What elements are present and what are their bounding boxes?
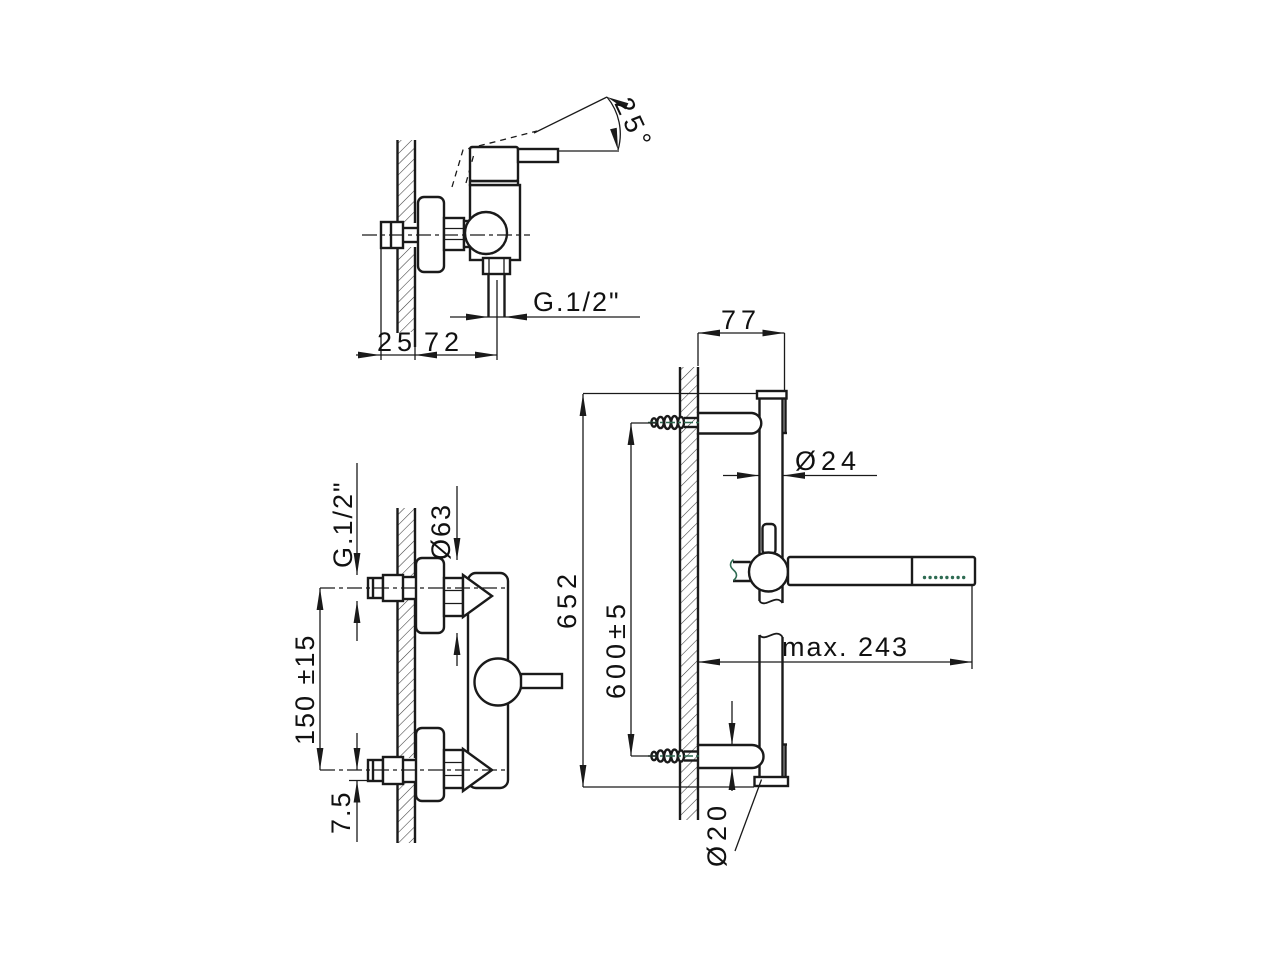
inlet-offset-label: 7.5 xyxy=(326,790,356,834)
bracket-depth-dimension: 77 xyxy=(697,305,786,390)
raised-handle-outline xyxy=(451,130,538,188)
outlet-thread-label: G.1/2" xyxy=(533,287,621,317)
handshower xyxy=(786,555,977,587)
inlet-spacing-dimension: 150 ±15 xyxy=(290,588,324,770)
outlet-thread-dimension: G.1/2" xyxy=(450,287,640,321)
slider-lock-button xyxy=(761,522,777,556)
slider-and-handshower xyxy=(729,522,977,593)
rail-diameter-label: Ø24 xyxy=(795,446,861,476)
mixer-body-side xyxy=(362,130,560,317)
inlet-thread-label: G.1/2" xyxy=(328,480,358,568)
hose-break-symbol xyxy=(729,558,738,582)
mixer-body-front xyxy=(320,556,564,803)
bracket-depth-label: 77 xyxy=(721,305,761,335)
angle-dimension: 25° xyxy=(533,93,660,156)
angle-dimension-label: 25° xyxy=(609,93,660,156)
mixer-front-view: G.1/2" Ø63 150 ±15 7.5 xyxy=(290,463,564,843)
escutcheon-diameter-dimension: Ø63 xyxy=(426,486,461,666)
slider-knob xyxy=(747,551,790,593)
wall-thickness-label: 25 xyxy=(377,327,417,357)
overall-height-dimension: 652 xyxy=(552,394,587,787)
bracket-diameter-dimension: Ø20 xyxy=(702,701,763,867)
top-wall-bracket xyxy=(696,411,763,435)
bottom-wall-bracket xyxy=(696,743,765,770)
max-reach-label: max. 243 xyxy=(782,632,909,662)
slide-rail-view: 77 Ø24 652 600±5 max. 24 xyxy=(552,305,977,867)
max-reach-dimension: max. 243 xyxy=(698,586,973,669)
rail-break-symbol xyxy=(758,598,784,605)
inlet-offset-dimension: 7.5 xyxy=(326,733,371,842)
spray-face-dots xyxy=(922,575,966,580)
rail-diameter-dimension: Ø24 xyxy=(723,446,877,479)
inlet-spacing-label: 150 ±15 xyxy=(290,634,320,745)
inlet-thread-dimension: G.1/2" xyxy=(328,463,361,641)
top-wall-plug xyxy=(648,414,702,431)
wall-section xyxy=(396,508,417,843)
fixing-centres-dimension: 600±5 xyxy=(601,422,657,757)
projection-label: 72 xyxy=(424,327,464,357)
depth-dimensions: 25 72 xyxy=(356,249,498,360)
fixing-centres-label: 600±5 xyxy=(601,599,631,699)
bracket-diameter-label: Ø20 xyxy=(702,801,732,867)
wall-section xyxy=(678,367,700,820)
mixer-side-view: 25° G.1/2" 25 72 xyxy=(356,93,659,360)
overall-height-label: 652 xyxy=(552,569,582,629)
escutcheon-diameter-label: Ø63 xyxy=(426,503,456,560)
